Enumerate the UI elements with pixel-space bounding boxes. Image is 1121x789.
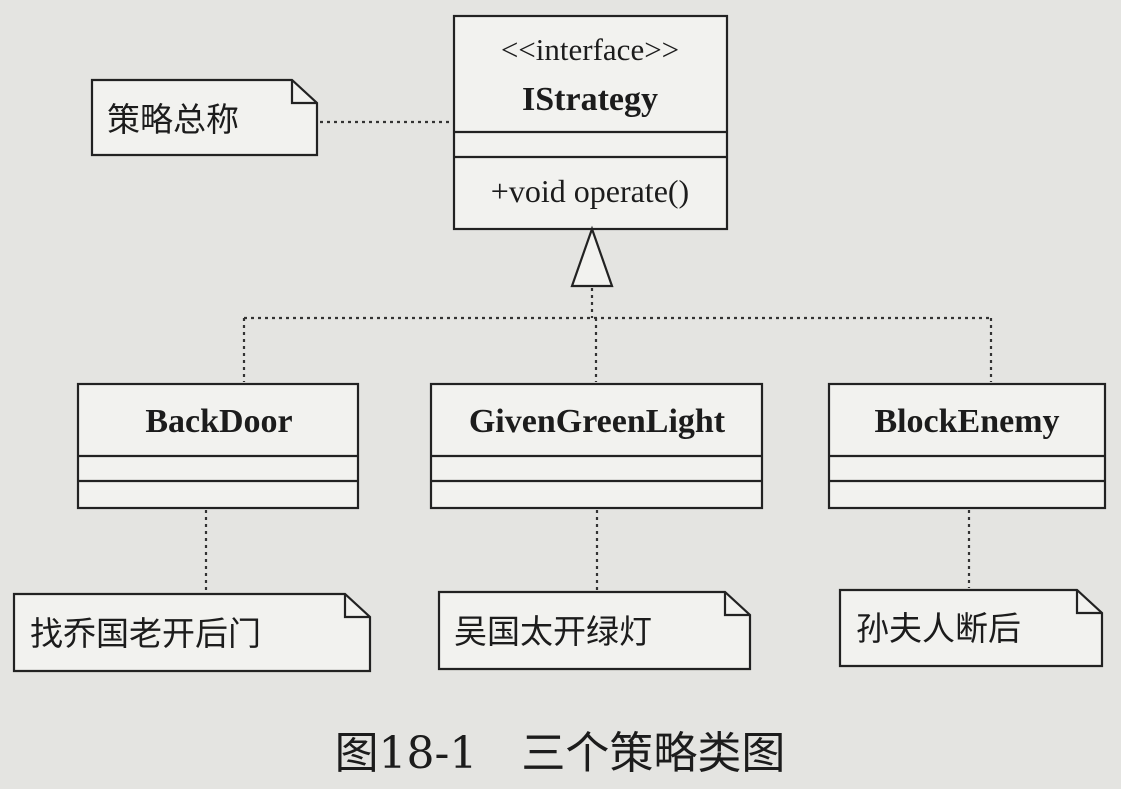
class-box	[827, 382, 1107, 510]
interface-note: 策略总称	[90, 78, 319, 157]
interface-stereotype: <<interface>>	[501, 32, 679, 67]
note-shape	[838, 588, 1104, 668]
class-name: BlockEnemy	[874, 403, 1059, 440]
note-shape	[437, 590, 752, 671]
figure-caption: 图18-1 三个策略类图	[335, 728, 786, 779]
class-backdoor: BackDoor	[76, 382, 360, 510]
interface-operation: +void operate()	[491, 173, 689, 209]
note-shape	[12, 592, 372, 673]
class-name: GivenGreenLight	[469, 403, 726, 440]
givengreenlight-note: 吴国太开绿灯	[437, 590, 752, 671]
class-box	[76, 382, 360, 510]
backdoor-note: 找乔国老开后门	[12, 592, 372, 673]
realization-arrowhead	[570, 225, 614, 288]
class-givengreenlight: GivenGreenLight	[429, 382, 764, 510]
interface-box	[452, 14, 729, 231]
backdoor-note-text: 找乔国老开后门	[30, 614, 261, 653]
note-fold	[343, 594, 370, 619]
interface-name: IStrategy	[522, 81, 658, 118]
note-fold	[290, 80, 317, 105]
givengreenlight-note-text: 吴国太开绿灯	[454, 612, 652, 651]
interface-note-text: 策略总称	[107, 100, 239, 139]
class-box	[429, 382, 764, 510]
note-shape	[90, 78, 319, 157]
note-fold	[1075, 590, 1102, 615]
note-fold	[723, 592, 750, 617]
blockenemy-note: 孙夫人断后	[838, 588, 1104, 668]
class-name: BackDoor	[145, 403, 292, 440]
blockenemy-note-text: 孙夫人断后	[856, 609, 1021, 648]
interface-istrategy: <<interface>> IStrategy +void operate()	[452, 14, 729, 231]
class-blockenemy: BlockEnemy	[827, 382, 1107, 510]
